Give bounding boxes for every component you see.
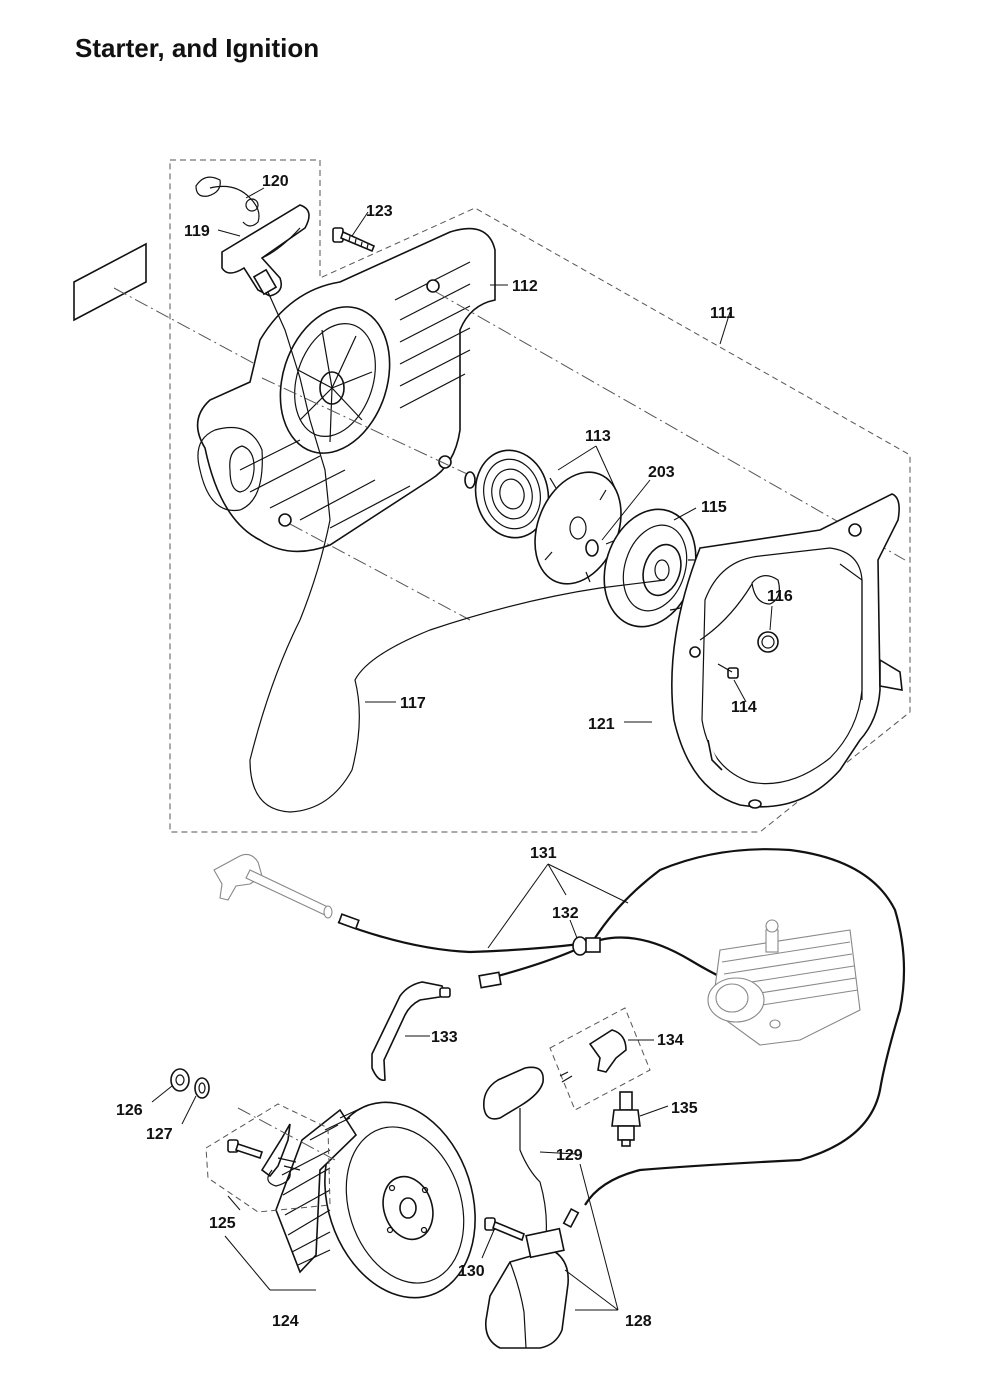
cover-screw <box>717 663 739 679</box>
ignition-leads <box>337 848 906 1206</box>
label-125: 125 <box>209 1215 236 1232</box>
spark-plug <box>611 1091 641 1147</box>
housing-screw <box>332 227 376 253</box>
pawl-set-boundary <box>205 1103 331 1213</box>
label-123: 123 <box>366 203 393 220</box>
label-117: 117 <box>400 695 426 712</box>
cylinder-ghost <box>707 919 861 1046</box>
flywheel-pawl <box>260 1123 301 1187</box>
label-114: 114 <box>731 699 757 716</box>
label-119: 119 <box>184 223 210 240</box>
spark-plug-cap-boundary <box>549 1007 651 1111</box>
label-121: 121 <box>588 716 615 733</box>
rope-pulley <box>603 508 739 628</box>
label-116: 116 <box>767 588 793 605</box>
label-124: 124 <box>272 1313 299 1330</box>
washer <box>194 1077 210 1099</box>
label-115: 115 <box>701 499 727 516</box>
module-screw <box>484 1217 525 1242</box>
label-111: 111 <box>710 305 735 322</box>
ignition-module <box>484 1207 580 1349</box>
label-130: 130 <box>458 1263 485 1280</box>
cable-grommet <box>572 936 601 956</box>
starter-cover <box>671 493 903 809</box>
label-131: 131 <box>530 845 557 862</box>
pawl-screw <box>227 1139 264 1160</box>
stop-switch-rod <box>213 853 333 919</box>
label-127: 127 <box>146 1126 173 1143</box>
leader-lines <box>151 187 773 1311</box>
recoil-spring <box>464 449 550 539</box>
part-labels: 120 119 123 112 111 113 203 115 116 117 … <box>116 173 793 1330</box>
label-112: 112 <box>512 278 538 295</box>
cable-loop <box>482 1066 547 1237</box>
stop-switch <box>371 981 448 1082</box>
ignition-connector <box>337 913 360 930</box>
diagram-title: Starter, and Ignition <box>75 33 320 63</box>
label-135: 135 <box>671 1100 698 1117</box>
starter-handle <box>221 204 331 621</box>
label-plate <box>73 242 147 322</box>
spark-plug-cap <box>559 1029 627 1083</box>
starter-rope <box>249 579 666 813</box>
circlip <box>757 631 779 653</box>
starter-housing <box>196 227 496 553</box>
label-132: 132 <box>552 905 579 922</box>
flywheel-nut <box>170 1068 190 1092</box>
grip-cord-loop <box>195 176 260 227</box>
flywheel <box>275 1101 476 1299</box>
label-133: 133 <box>431 1029 458 1046</box>
pawl-pin <box>585 539 599 557</box>
label-128: 128 <box>625 1313 652 1330</box>
label-113: 113 <box>585 428 611 445</box>
label-134: 134 <box>657 1032 684 1049</box>
starter-assembly-boundary <box>169 159 911 833</box>
label-120: 120 <box>262 173 289 190</box>
cable-plug <box>478 971 502 989</box>
label-203: 203 <box>648 464 675 481</box>
label-129: 129 <box>556 1147 583 1164</box>
label-126: 126 <box>116 1102 143 1119</box>
